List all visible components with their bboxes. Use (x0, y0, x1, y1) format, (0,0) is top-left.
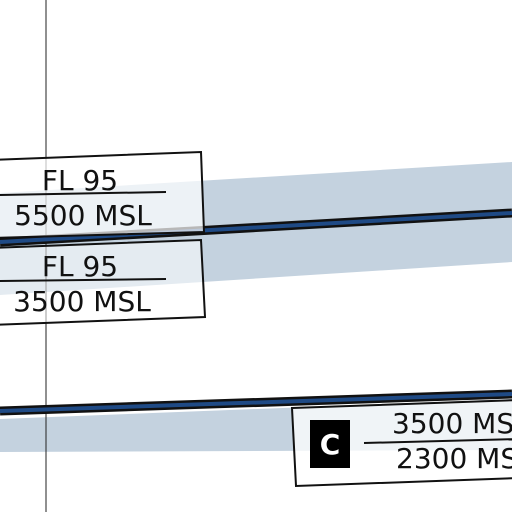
class-c-label: C 3500 MSL 2300 MSL (290, 399, 512, 488)
upper-altitude-label: FL 95 5500 MSL (0, 150, 206, 239)
class-c-ceiling: 3500 MSL (392, 407, 512, 440)
lower-altitude-label: FL 95 3500 MSL (0, 238, 207, 326)
class-c-letter: C (320, 428, 341, 461)
upper-altitude-label-box (0, 150, 206, 239)
class-c-floor: 2300 MSL (396, 442, 512, 475)
upper-altitude-divider (0, 191, 167, 196)
lower-boundary-line (0, 392, 512, 413)
lower-altitude-top: FL 95 (42, 250, 118, 283)
class-c-divider (363, 438, 512, 444)
upper-altitude-top: FL 95 (42, 164, 118, 197)
class-c-letter-box (310, 420, 350, 468)
lower-altitude-divider (0, 278, 167, 282)
upper-boundary-line (0, 211, 512, 244)
lower-altitude-label-box (0, 238, 207, 326)
upper-altitude-bottom: 5500 MSL (14, 199, 152, 232)
lower-altitude-bottom: 3500 MSL (13, 285, 151, 318)
